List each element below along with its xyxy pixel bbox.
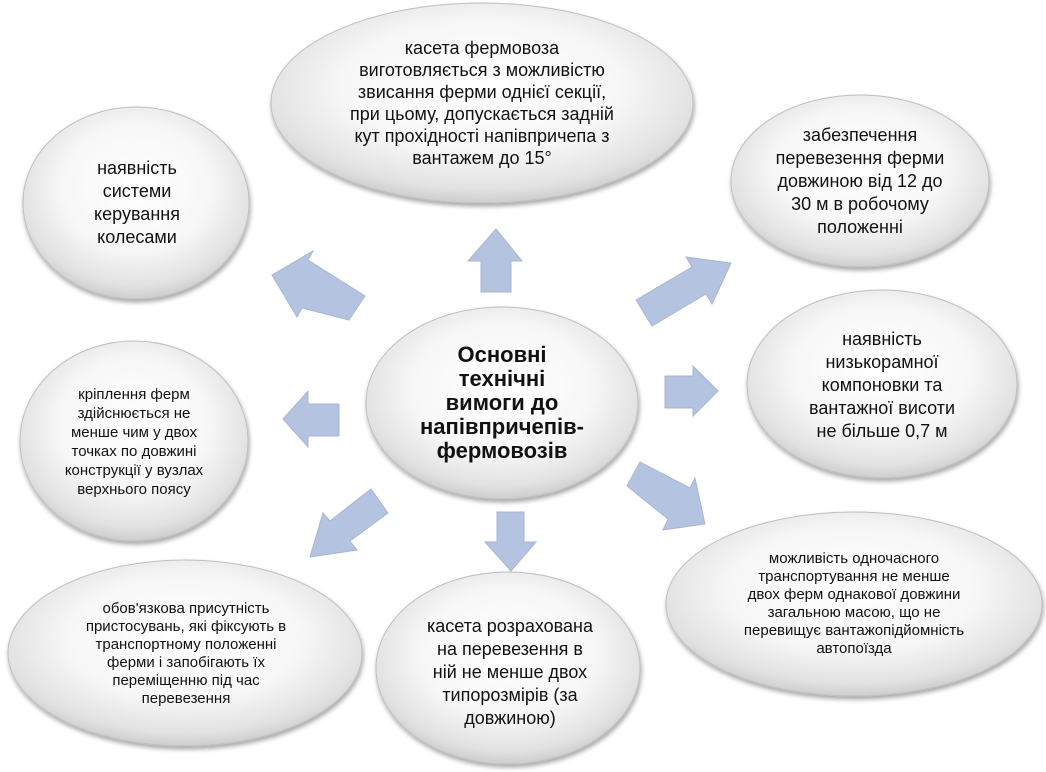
node-line: системи: [102, 181, 172, 201]
node-line: керування: [94, 204, 180, 224]
center-line: напівпричепів-: [420, 414, 584, 439]
arrow-down-left: [309, 488, 389, 558]
node-line: низькорамної: [825, 351, 939, 372]
node-line: 30 м в робочому: [791, 193, 929, 214]
node-line: переміщенню під час: [112, 672, 260, 689]
ellipse-left: [19, 340, 249, 542]
node-line: забезпечення: [802, 124, 918, 145]
node-line: ферми і запобігають їх: [107, 654, 265, 671]
arrow-down-right: [626, 461, 706, 531]
arrow-up-right: [635, 256, 732, 327]
arrow-down: [483, 511, 538, 572]
node-line: двох ферм однакової довжини: [747, 586, 961, 603]
ellipse-bottom: [375, 571, 641, 765]
node-line: касета фермовоза: [404, 38, 560, 58]
node-line: точках по довжині: [71, 443, 197, 460]
node-line: довжиною): [464, 707, 556, 728]
center-line: вимоги до: [445, 390, 559, 415]
node-line: касета розрахована: [427, 615, 593, 636]
node-line: не більше 0,7 м: [816, 420, 948, 441]
node-line: автопоїзда: [816, 640, 892, 657]
node-line: при цьому, допускається задній: [350, 104, 614, 124]
node-top-text: касета фермовоза виготовляється з можлив…: [300, 36, 664, 170]
node-line: довжиною від 12 до: [777, 170, 943, 191]
arrow-up-left: [271, 249, 366, 321]
node-line: можливість одночасного: [768, 550, 940, 567]
node-line: перевезення: [141, 690, 231, 707]
node-line: положенні: [817, 216, 903, 237]
node-line: наявність: [97, 158, 177, 178]
ellipse-bottom-left: [7, 559, 363, 747]
ellipse-top-right: [730, 94, 990, 268]
center-line: фермовозів: [436, 438, 568, 463]
center-title: Основні технічні вимоги до напівпричепів…: [392, 333, 612, 473]
node-line: колесами: [97, 227, 177, 247]
ellipse-center: [365, 306, 639, 500]
arrows-group: [271, 228, 732, 572]
node-right-text: наявність низькорамної компоновки та ван…: [772, 326, 992, 444]
node-line: ній не менше двох: [432, 661, 588, 682]
ellipse-bottom-right: [665, 511, 1043, 697]
node-top-left-text: наявність системи керування колесами: [52, 150, 222, 256]
node-line: типорозмірів (за: [442, 684, 578, 705]
node-line: обов'язкова присутність: [102, 600, 270, 617]
ellipse-top-left: [22, 106, 250, 300]
node-bottom-left-text: обов'язкова присутність пристосувань, як…: [42, 596, 330, 712]
node-line: перевищує вантажопідйомність: [743, 622, 965, 639]
node-line: виготовляється з можливістю: [359, 60, 605, 80]
node-line: на перевезення в: [437, 638, 583, 659]
node-line: звисання ферми однієї секції,: [357, 82, 607, 102]
node-line: наявність: [842, 328, 922, 349]
arrow-left: [282, 389, 340, 449]
node-top-right-text: забезпечення перевезення ферми довжиною …: [752, 122, 968, 240]
node-bottom-right-text: можливість одночасного транспортування н…: [706, 545, 1002, 663]
node-line: конструкції у вузлах: [64, 462, 204, 479]
node-line: пристосувань, які фіксують в: [85, 618, 287, 635]
center-line: Основні: [457, 342, 547, 367]
node-line: кут прохідності напівпричепа з: [354, 126, 610, 146]
node-line: компоновки та: [821, 374, 943, 395]
node-line: верхнього поясу: [77, 481, 191, 498]
ellipse-right: [746, 289, 1018, 479]
center-line: технічні: [458, 366, 546, 391]
node-bottom-text: касета розрахована на перевезення в ній …: [410, 612, 610, 732]
ellipse-top: [270, 2, 694, 204]
node-line: загальною масою, що не: [767, 604, 941, 621]
arrow-up: [466, 228, 524, 293]
arrow-right: [664, 364, 719, 418]
node-line: транспортному положенні: [95, 636, 277, 653]
node-left-text: кріплення ферм здійснюється не менше чим…: [34, 382, 234, 502]
node-line: менше чим у двох: [70, 424, 198, 441]
node-line: вантажної висоти: [808, 397, 956, 418]
node-line: транспортування не менше: [758, 568, 950, 585]
node-line: здійснюється не: [77, 405, 191, 422]
node-line: вантажем до 15°: [412, 148, 552, 168]
node-line: перевезення ферми: [775, 147, 945, 168]
node-line: кріплення ферм: [78, 386, 190, 403]
